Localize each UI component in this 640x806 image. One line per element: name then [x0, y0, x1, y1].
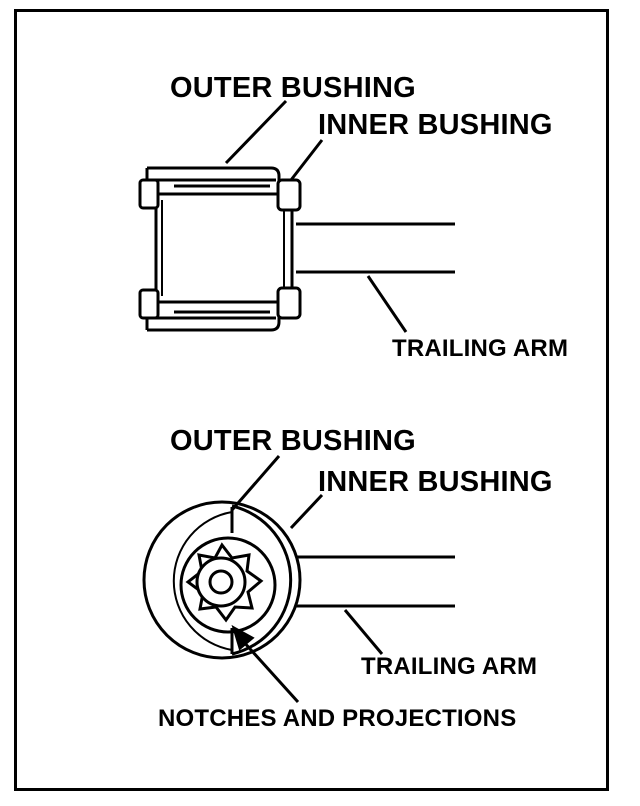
top-inner-bushing-core [154, 192, 294, 304]
side-trailing-arm-label: TRAILING ARM [361, 653, 538, 680]
side-trailing-arm-leader [343, 609, 384, 655]
top-inner-tube [174, 184, 270, 314]
top-right-upper-flange [276, 178, 302, 212]
top-trailing-arm-label: TRAILING ARM [392, 335, 569, 362]
side-outer-bushing-leader [230, 455, 281, 511]
side-notches-arrowhead [231, 624, 255, 651]
side-view-drawing [142, 500, 455, 660]
top-outer-bushing-lower [145, 306, 281, 332]
side-center-hole [208, 569, 234, 595]
top-view-leaders [224, 99, 408, 333]
top-trailing-arm-leader [366, 275, 408, 333]
top-outer-bushing-leader [224, 99, 288, 165]
diagram-border [14, 9, 609, 791]
side-notches-label: NOTCHES AND PROJECTIONS [158, 705, 517, 732]
top-trailing-arm [296, 222, 455, 274]
top-inner-bushing-label: INNER BUSHING [318, 109, 553, 141]
side-view-leaders [230, 455, 384, 704]
top-right-lower-flange [276, 286, 302, 320]
side-trailing-arm [296, 555, 455, 608]
top-left-lower-flange [138, 288, 160, 320]
side-notches-leader [240, 638, 300, 704]
side-inner-bushing-leader [289, 493, 324, 530]
side-inner-bushing-label: INNER BUSHING [318, 466, 553, 498]
top-inner-bushing-leader [289, 139, 324, 181]
side-outer-bushing-label: OUTER BUSHING [170, 425, 416, 457]
side-inner-tube [179, 536, 277, 634]
top-outer-bushing-label: OUTER BUSHING [170, 72, 416, 104]
top-left-upper-flange [138, 178, 160, 210]
top-view-drawing [138, 166, 455, 332]
side-inner-bushing [231, 504, 293, 656]
